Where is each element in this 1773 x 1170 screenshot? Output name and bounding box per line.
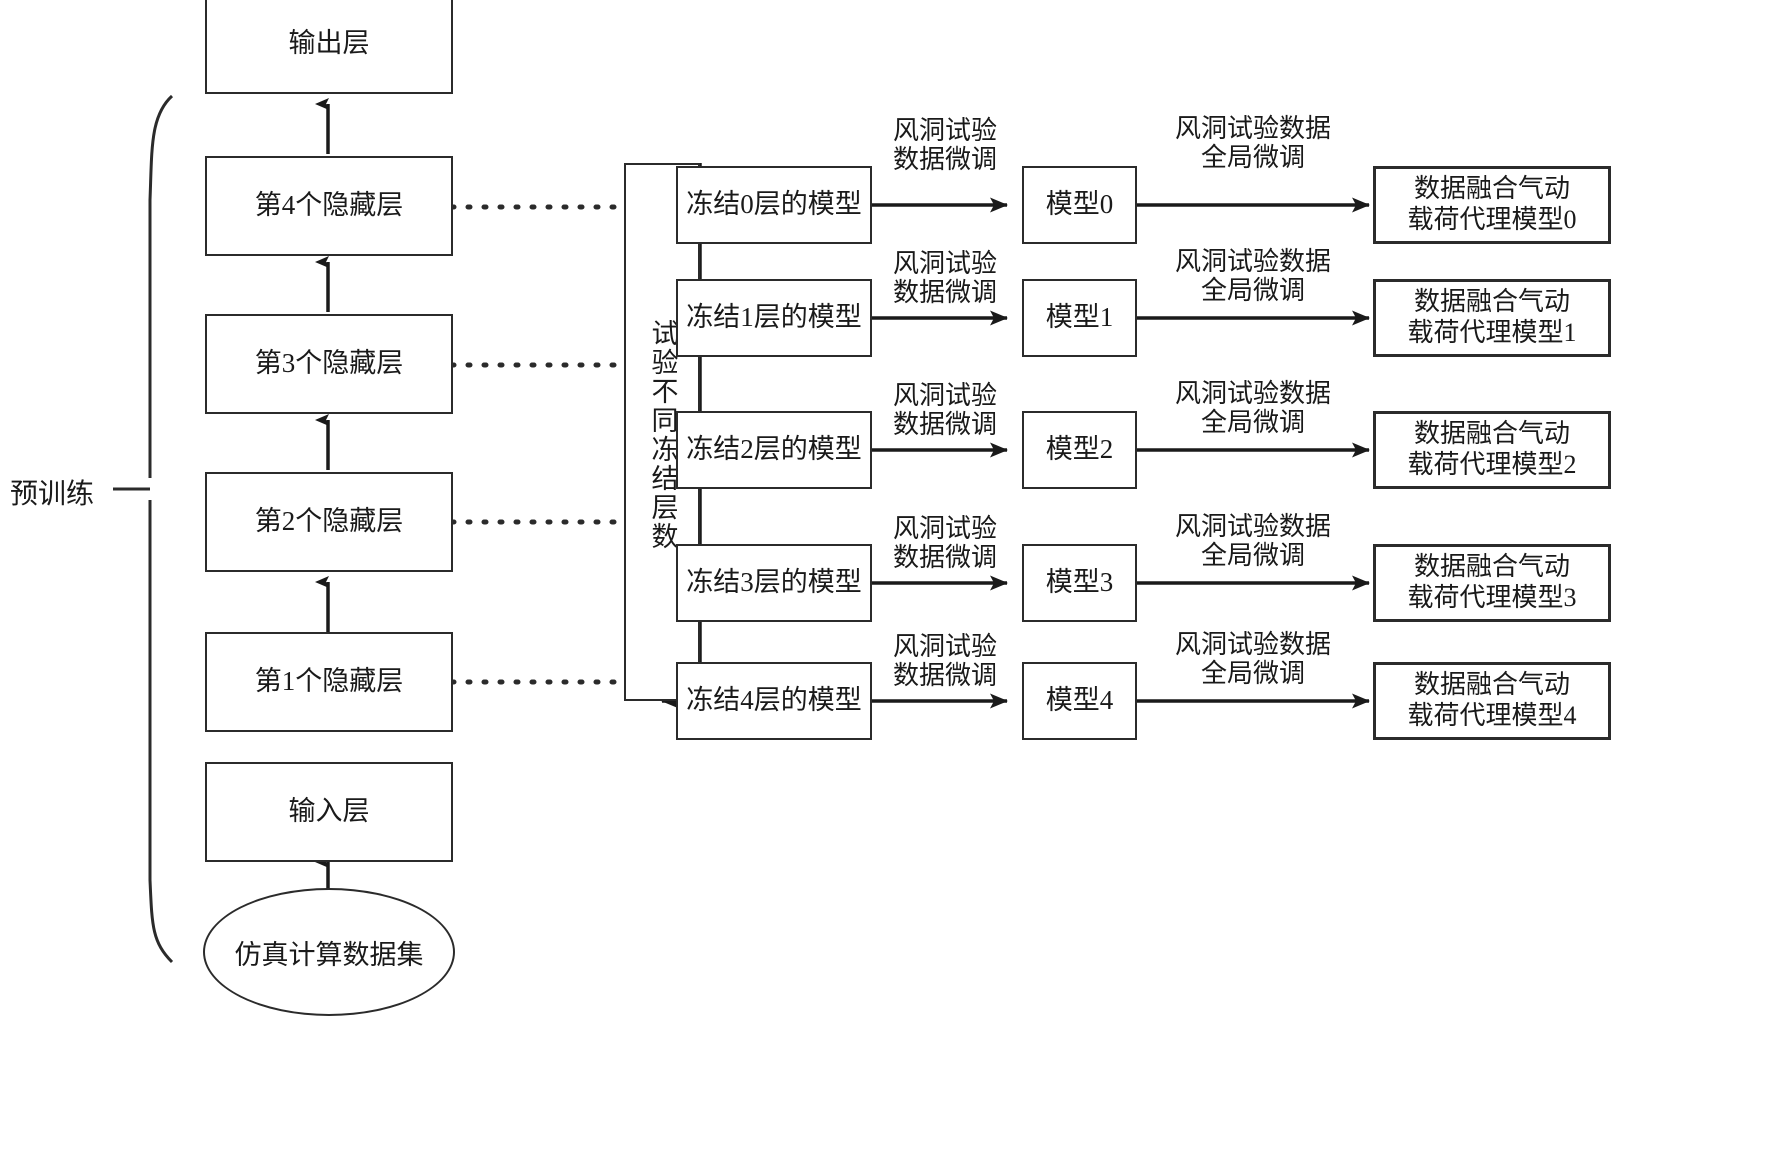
hidden-layer-4-box[interactable]: 第4个隐藏层	[205, 156, 453, 256]
output-layer-box[interactable]: 输出层	[205, 0, 453, 94]
input-layer-box[interactable]: 输入层	[205, 762, 453, 862]
model-box-0[interactable]: 模型0	[1022, 166, 1137, 244]
frozen-model-box-0[interactable]: 冻结0层的模型	[676, 166, 872, 244]
pretrain-brace	[113, 94, 174, 964]
final-model-box-0[interactable]: 数据融合气动 载荷代理模型0	[1373, 166, 1611, 244]
model-box-3[interactable]: 模型3	[1022, 544, 1137, 622]
global-finetune-label-1: 风洞试验数据 全局微调	[1174, 247, 1331, 306]
final-model-box-3[interactable]: 数据融合气动 载荷代理模型3	[1373, 544, 1611, 622]
model-box-1[interactable]: 模型1	[1022, 279, 1137, 357]
hidden-layer-1-box[interactable]: 第1个隐藏层	[205, 632, 453, 732]
frozen-model-box-1[interactable]: 冻结1层的模型	[676, 279, 872, 357]
model-box-4[interactable]: 模型4	[1022, 662, 1137, 740]
finetune-label-1: 风洞试验 数据微调	[892, 249, 997, 308]
finetune-label-4: 风洞试验 数据微调	[892, 632, 997, 691]
finetune-label-3: 风洞试验 数据微调	[892, 514, 997, 573]
hidden-layer-3-box[interactable]: 第3个隐藏层	[205, 314, 453, 414]
finetune-label-0: 风洞试验 数据微调	[892, 116, 997, 175]
global-finetune-label-0: 风洞试验数据 全局微调	[1174, 114, 1331, 173]
hidden-layer-dotted-links	[449, 204, 627, 685]
final-model-box-4[interactable]: 数据融合气动 载荷代理模型4	[1373, 662, 1611, 740]
finetune-label-2: 风洞试验 数据微调	[892, 381, 997, 440]
frozen-model-box-3[interactable]: 冻结3层的模型	[676, 544, 872, 622]
pretrain-label: 预训练	[10, 479, 95, 510]
global-finetune-label-4: 风洞试验数据 全局微调	[1174, 630, 1331, 689]
simulation-dataset-ellipse[interactable]: 仿真计算数据集	[203, 888, 455, 1016]
hidden-layer-2-box[interactable]: 第2个隐藏层	[205, 472, 453, 572]
final-model-box-1[interactable]: 数据融合气动 载荷代理模型1	[1373, 279, 1611, 357]
frozen-model-box-4[interactable]: 冻结4层的模型	[676, 662, 872, 740]
frozen-model-box-2[interactable]: 冻结2层的模型	[676, 411, 872, 489]
final-model-box-2[interactable]: 数据融合气动 载荷代理模型2	[1373, 411, 1611, 489]
global-finetune-label-3: 风洞试验数据 全局微调	[1174, 512, 1331, 571]
global-finetune-label-2: 风洞试验数据 全局微调	[1174, 379, 1331, 438]
model-box-2[interactable]: 模型2	[1022, 411, 1137, 489]
